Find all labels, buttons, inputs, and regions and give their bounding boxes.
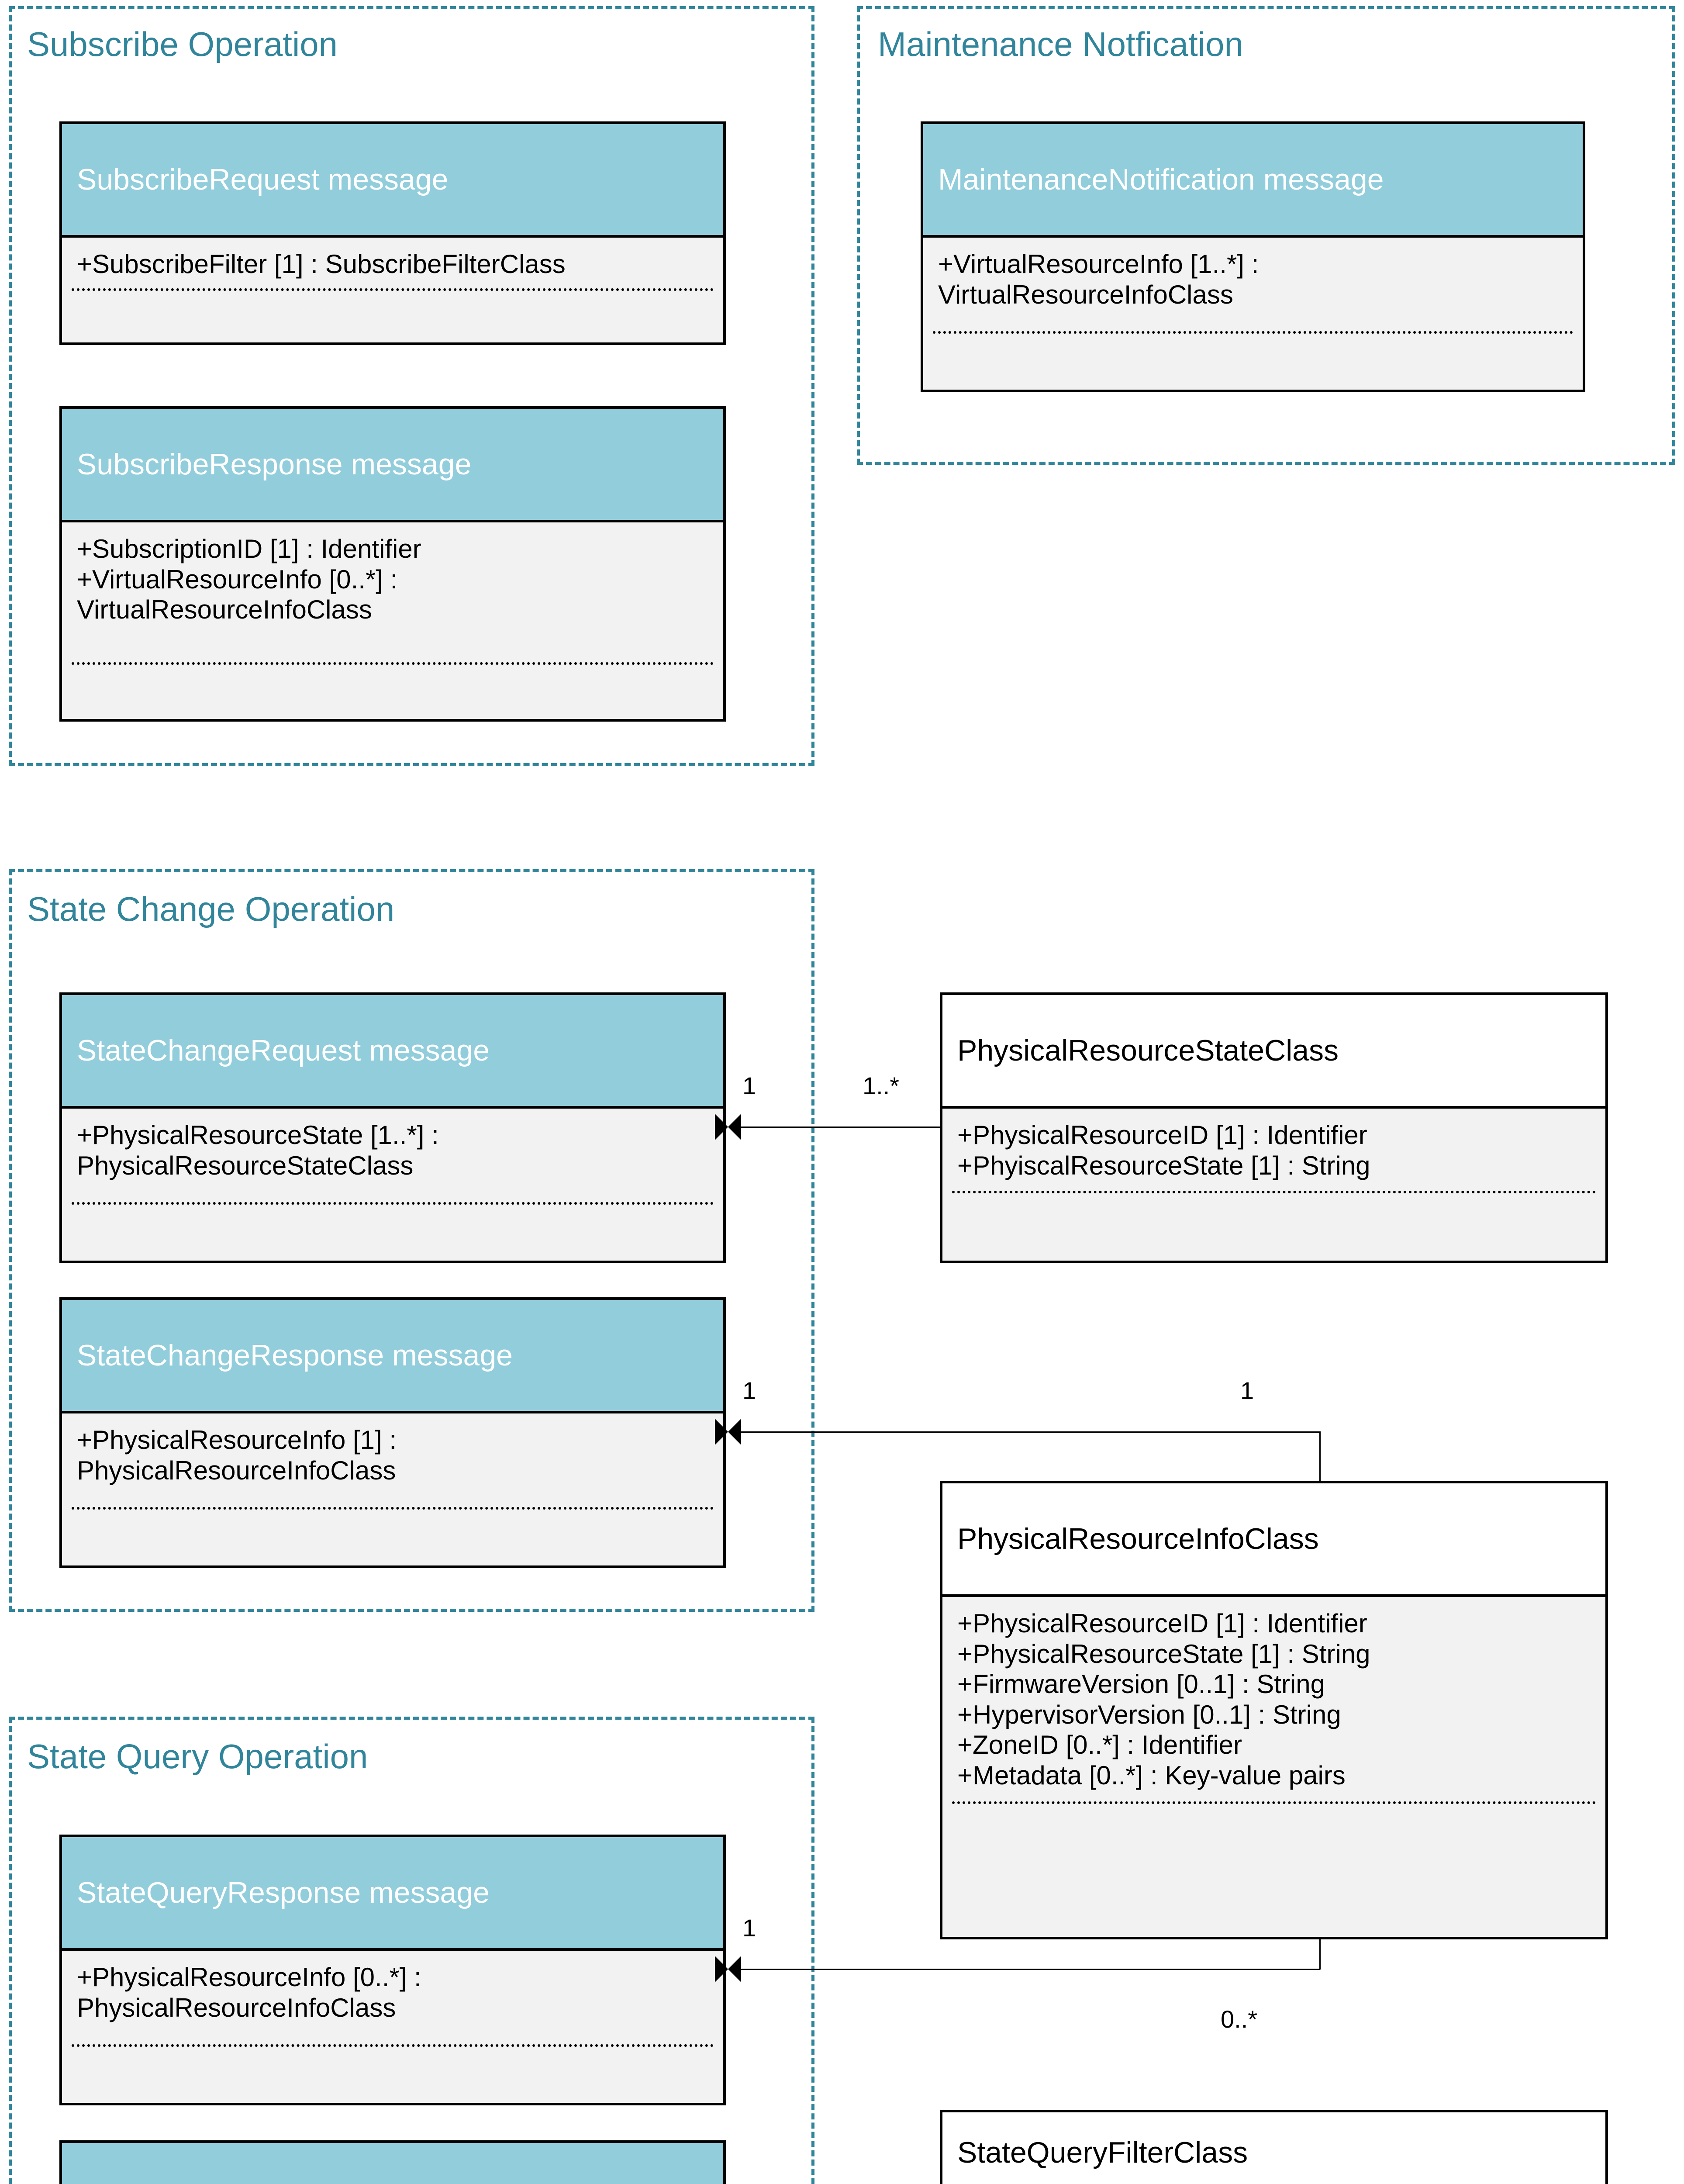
box-physical-resource-info-class[interactable]: PhysicalResourceInfoClass +PhysicalResou… xyxy=(940,1481,1608,1939)
group-state-change-operation-title: State Change Operation xyxy=(27,890,395,928)
composition-diamond-state-change-request xyxy=(715,1114,741,1140)
box-maintenance-notification-title: MaintenanceNotification message xyxy=(923,124,1583,238)
group-subscribe-operation-title: Subscribe Operation xyxy=(27,25,338,63)
attribute-separator xyxy=(72,288,714,291)
attribute: +ZoneID [0..*] : Identifier xyxy=(957,1730,1242,1760)
attribute: +VirtualResourceInfo [0..*] : VirtualRes… xyxy=(77,564,398,625)
box-state-change-response[interactable]: StateChangeResponse message +PhysicalRes… xyxy=(59,1297,726,1568)
group-state-change-operation xyxy=(9,869,814,1612)
box-state-query-response-body: +PhysicalResourceInfo [0..*] : PhysicalR… xyxy=(62,1951,723,2103)
attribute: +SubscriptionID [1] : Identifier xyxy=(77,534,421,563)
multiplicity-target-prsc: 1..* xyxy=(863,1072,900,1099)
box-physical-resource-info-class-title: PhysicalResourceInfoClass xyxy=(942,1483,1605,1597)
box-subscribe-request[interactable]: SubscribeRequest message +SubscribeFilte… xyxy=(59,121,726,345)
composition-diamond-state-query-response xyxy=(715,1956,741,1982)
box-subscribe-response[interactable]: SubscribeResponse message +SubscriptionI… xyxy=(59,406,726,722)
box-state-query-response[interactable]: StateQueryResponse message +PhysicalReso… xyxy=(59,1835,726,2105)
box-state-change-request-body: +PhysicalResourceState [1..*] : Physical… xyxy=(62,1109,723,1261)
group-maintenance-notification xyxy=(857,6,1675,465)
box-state-query-request-title: StateQueryRequest message xyxy=(62,2143,723,2184)
box-state-change-request[interactable]: StateChangeRequest message +PhysicalReso… xyxy=(59,992,726,1263)
box-subscribe-request-body: +SubscribeFilter [1] : SubscribeFilterCl… xyxy=(62,238,723,342)
attribute: +HypervisorVersion [0..1] : String xyxy=(957,1700,1341,1729)
box-subscribe-response-title: SubscribeResponse message xyxy=(62,409,723,522)
box-state-query-filter-class-title: StateQueryFilterClass xyxy=(942,2112,1605,2184)
multiplicity-source-scr: 1 xyxy=(742,1072,756,1099)
box-physical-resource-state-class-title: PhysicalResourceStateClass xyxy=(942,995,1605,1109)
group-subscribe-operation xyxy=(9,6,814,766)
box-maintenance-notification-body: +VirtualResourceInfo [1..*] : VirtualRes… xyxy=(923,238,1583,390)
attribute: +Metadata [0..*] : Key-value pairs xyxy=(957,1760,1346,1790)
attribute: +FirmwareVersion [0..1] : String xyxy=(957,1669,1325,1699)
group-state-query-operation-title: State Query Operation xyxy=(27,1737,368,1776)
attribute: +PhysicalResourceState [1] : String xyxy=(957,1639,1370,1669)
attribute-separator xyxy=(72,2044,714,2047)
multiplicity-source-scresp: 1 xyxy=(742,1377,756,1404)
box-physical-resource-state-class-body: +PhysicalResourceID [1] : Identifier +Ph… xyxy=(942,1109,1605,1261)
attribute-separator xyxy=(72,1202,714,1205)
multiplicity-target-pric-bottom: 0..* xyxy=(1221,2005,1258,2033)
box-state-change-response-body: +PhysicalResourceInfo [1] : PhysicalReso… xyxy=(62,1413,723,1565)
box-physical-resource-info-class-body: +PhysicalResourceID [1] : Identifier +Ph… xyxy=(942,1597,1605,1937)
multiplicity-source-sqresp: 1 xyxy=(742,1914,756,1942)
attribute: +PhysicalResourceInfo [0..*] : PhysicalR… xyxy=(77,1963,421,2022)
box-subscribe-request-title: SubscribeRequest message xyxy=(62,124,723,238)
attribute-separator xyxy=(72,662,714,665)
group-maintenance-notification-title: Maintenance Notfication xyxy=(878,25,1243,63)
attribute: +PhyiscalResourceState [1] : String xyxy=(957,1151,1370,1180)
association-line-scr-prsc xyxy=(741,1127,941,1128)
box-state-query-filter-class[interactable]: StateQueryFilterClass +PhysicalResourceI… xyxy=(940,2110,1608,2184)
association-line-sqresp-pric-v xyxy=(1319,1938,1321,1970)
box-state-change-response-title: StateChangeResponse message xyxy=(62,1300,723,1413)
box-subscribe-response-body: +SubscriptionID [1] : Identifier +Virtua… xyxy=(62,522,723,719)
box-state-query-response-title: StateQueryResponse message xyxy=(62,1837,723,1951)
box-state-change-request-title: StateChangeRequest message xyxy=(62,995,723,1109)
attribute-separator xyxy=(72,1507,714,1510)
attribute-separator xyxy=(952,1191,1596,1193)
composition-diamond-state-change-response xyxy=(715,1419,741,1445)
attribute: +VirtualResourceInfo [1..*] : VirtualRes… xyxy=(938,249,1259,309)
multiplicity-target-pric-top: 1 xyxy=(1240,1377,1254,1404)
attribute-separator xyxy=(933,331,1573,334)
attribute: +PhysicalResourceID [1] : Identifier xyxy=(957,1609,1367,1638)
association-line-scresp-pric-v xyxy=(1319,1431,1321,1482)
box-state-query-request[interactable]: StateQueryRequest message StateQueryFilt… xyxy=(59,2140,726,2184)
box-maintenance-notification[interactable]: MaintenanceNotification message +Virtual… xyxy=(921,121,1585,392)
association-line-sqresp-pric-h xyxy=(741,1969,1320,1970)
group-state-query-operation xyxy=(9,1717,814,2184)
association-line-scresp-pric-h xyxy=(741,1431,1320,1433)
attribute: +SubscribeFilter [1] : SubscribeFilterCl… xyxy=(77,249,566,279)
attribute: +PhysicalResourceID [1] : Identifier xyxy=(957,1120,1367,1150)
box-physical-resource-state-class[interactable]: PhysicalResourceStateClass +PhysicalReso… xyxy=(940,992,1608,1263)
attribute: +PhysicalResourceInfo [1] : PhysicalReso… xyxy=(77,1425,397,1485)
attribute-separator xyxy=(952,1801,1596,1804)
attribute: +PhysicalResourceState [1..*] : Physical… xyxy=(77,1120,439,1180)
